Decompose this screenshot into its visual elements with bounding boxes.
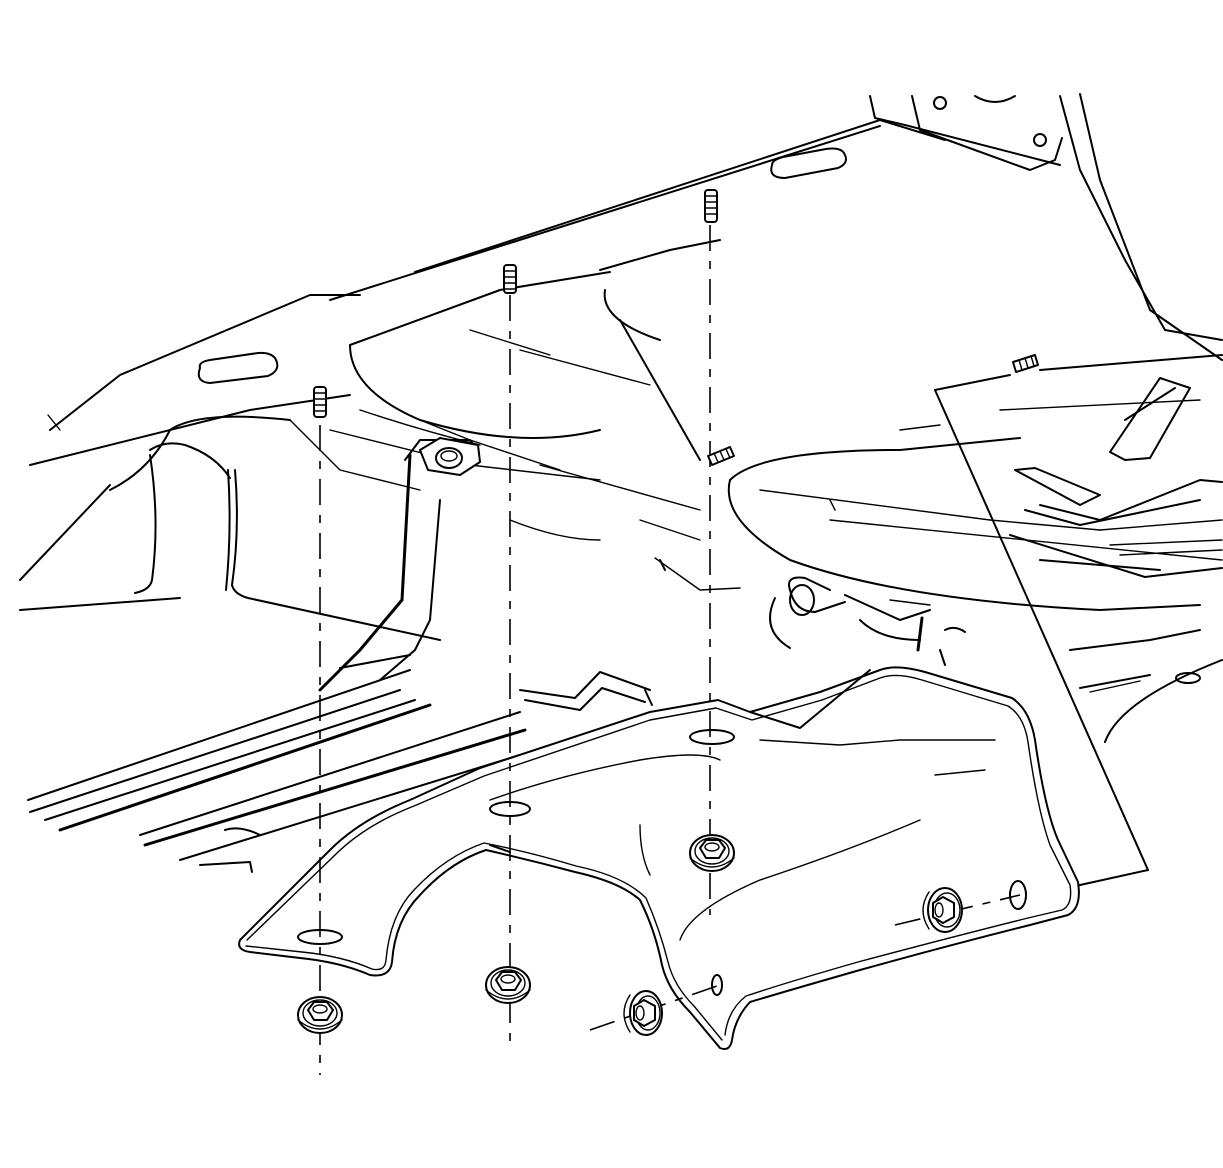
stud-icon xyxy=(313,386,327,418)
stud-icon xyxy=(707,446,735,466)
heat-shield-icon xyxy=(238,666,1080,1050)
flange-nut-icon xyxy=(689,834,735,872)
flange-nut-icon xyxy=(623,990,663,1036)
underbody-floor-pan xyxy=(19,93,1223,886)
flange-nut-icon xyxy=(485,966,531,1004)
flange-nut-icon xyxy=(922,887,963,933)
stud-icon xyxy=(503,264,517,294)
stud-icon xyxy=(1012,354,1039,373)
bracket-nut-icon xyxy=(419,437,481,476)
flange-nut-icon xyxy=(297,996,343,1034)
stud-icon xyxy=(704,189,718,223)
